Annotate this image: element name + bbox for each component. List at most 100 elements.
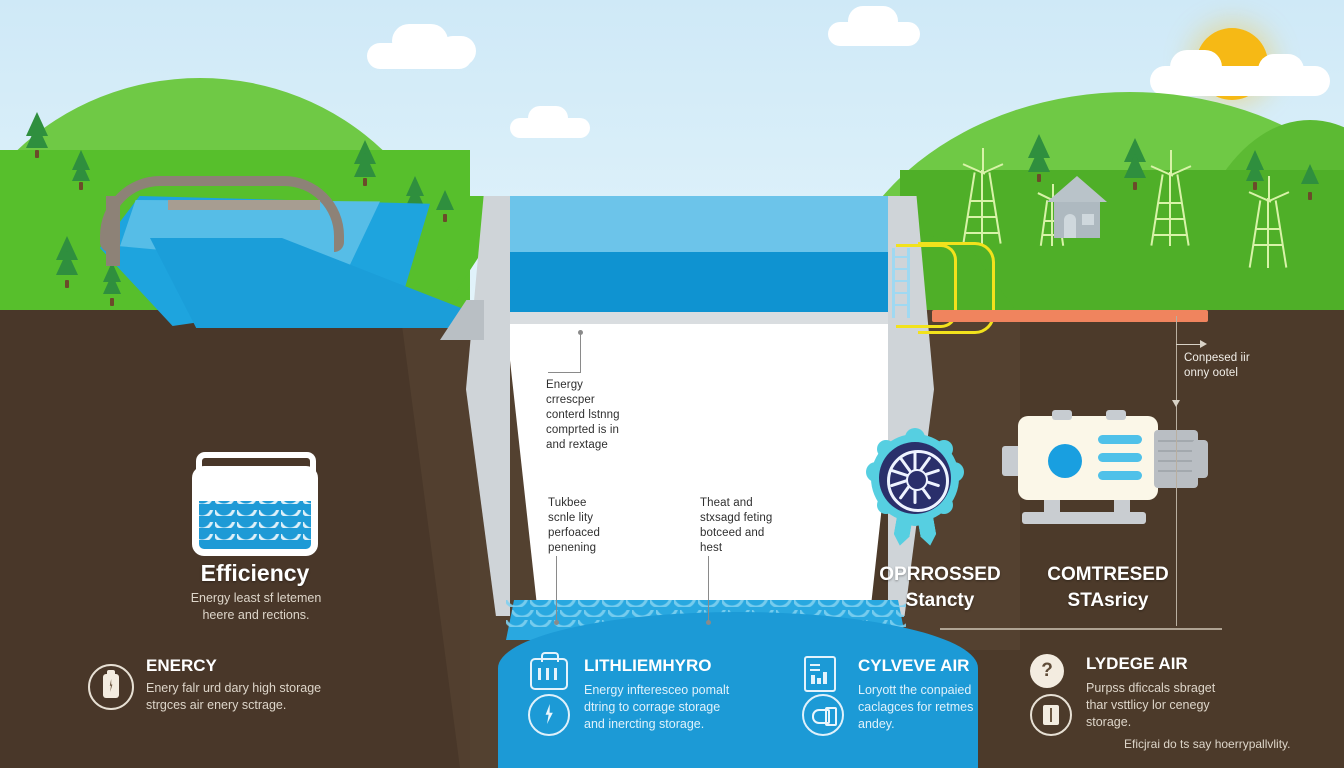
feature-body-line: and inercting storage. bbox=[584, 717, 705, 731]
callout-arrow-icon bbox=[1200, 340, 1207, 348]
footnote: Eficjrai do ts say hoerrypallvlity. bbox=[1124, 737, 1291, 751]
wind-turbine-icon bbox=[960, 148, 1004, 244]
reservoir-spillway bbox=[100, 176, 344, 252]
callout-line: and rextage bbox=[546, 439, 608, 451]
toolbox-icon bbox=[530, 652, 568, 690]
feature-body-line: andey. bbox=[858, 717, 895, 731]
compressor-indicator-bar bbox=[1098, 471, 1142, 480]
water-tank-icon bbox=[192, 466, 318, 556]
compressor-cylinder-cap bbox=[1192, 440, 1208, 478]
feature-energy-title: ENERCY bbox=[146, 656, 217, 675]
feature-energy: ENERCY Enery falr urd dary high storage … bbox=[88, 656, 448, 746]
toolbox-slot bbox=[546, 668, 549, 680]
house-icon bbox=[1046, 176, 1108, 238]
question-circle-icon: ? bbox=[1030, 654, 1064, 688]
building-window bbox=[1050, 708, 1052, 722]
callout-leader-line bbox=[708, 556, 709, 622]
feature-energy-body: Enery falr urd dary high storage strgces… bbox=[146, 680, 426, 714]
pumped-storage-heading: OPRROSSED Stancty bbox=[840, 562, 1040, 614]
feature-body-line: caclagces for retmes bbox=[858, 700, 974, 714]
callout-line: stxsagd feting bbox=[700, 512, 773, 524]
callout-line: scnle lity bbox=[548, 512, 594, 524]
penstock-pipe bbox=[932, 310, 1208, 322]
cloud-shape bbox=[528, 106, 568, 130]
callout-line: comprted is in bbox=[546, 424, 619, 436]
callout-leader-line bbox=[548, 372, 581, 373]
callout-anchor-dot bbox=[554, 620, 559, 625]
tank-wave bbox=[199, 522, 311, 528]
callout-turbine-right: Theat and stxsagd feting botceed and hes… bbox=[700, 496, 810, 556]
callout-line: conterd lstnng bbox=[546, 409, 620, 421]
compressor-top-nub bbox=[1052, 410, 1072, 420]
feature-body-line: Loryott the conpaied bbox=[858, 683, 972, 697]
heading-line: OPRROSSED bbox=[879, 564, 1001, 585]
cloud-shape bbox=[1170, 50, 1222, 84]
battery-circle-icon bbox=[88, 664, 134, 710]
lightning-bolt-icon bbox=[545, 704, 553, 724]
feature-body-line: thar vsttlicy lor cenegy bbox=[1086, 698, 1210, 712]
callout-line: Energy bbox=[546, 379, 584, 391]
callout-leader-line bbox=[1176, 344, 1202, 345]
tree-icon bbox=[1120, 138, 1150, 190]
building-circle-icon bbox=[1030, 694, 1072, 736]
callout-leader-line bbox=[1176, 316, 1177, 626]
feature-body-line: dtring to corrage storage bbox=[584, 700, 721, 714]
compressor-machine bbox=[1002, 408, 1212, 524]
valve-circle-icon bbox=[802, 694, 844, 736]
tank-wave bbox=[199, 498, 311, 504]
turbine-badge bbox=[866, 428, 964, 550]
tree-icon bbox=[24, 112, 50, 158]
heading-line: COMTRESED bbox=[1047, 564, 1169, 585]
heading-line: STAsricy bbox=[1067, 590, 1149, 611]
reservoir-wall-deck bbox=[168, 200, 320, 210]
feature-body-line: Energy infteresceo pomalt bbox=[584, 683, 730, 697]
turbine-hub bbox=[906, 469, 928, 491]
callout-anchor-dot bbox=[578, 330, 583, 335]
feature-ledge-title: LYDEGE AIR bbox=[1086, 654, 1188, 673]
compressed-storage-heading: COMTRESED STAsricy bbox=[1008, 562, 1208, 614]
feature-body-line: Enery falr urd dary high storage bbox=[146, 681, 322, 695]
callout-line: Theat and bbox=[700, 497, 753, 509]
tree-icon bbox=[100, 262, 124, 306]
lightning-bolt-circle-icon bbox=[528, 694, 570, 736]
blue-info-panel bbox=[498, 612, 978, 768]
tree-icon bbox=[1026, 134, 1052, 182]
document-chart-icon bbox=[804, 656, 836, 692]
callout-compressed-air: Conpesed iir onny ootel bbox=[1184, 351, 1324, 381]
section-divider bbox=[940, 628, 1222, 630]
tree-icon bbox=[404, 176, 426, 214]
question-mark-glyph: ? bbox=[1041, 660, 1053, 681]
tree-icon bbox=[352, 140, 378, 186]
wind-turbine-icon bbox=[1148, 150, 1192, 246]
tree-icon bbox=[70, 150, 92, 190]
callout-line: botceed and bbox=[700, 527, 765, 539]
turbine-rim bbox=[887, 450, 949, 512]
dam-reservoir-upper bbox=[478, 196, 916, 262]
callout-line: perfoaced bbox=[548, 527, 601, 539]
doc-bar bbox=[817, 678, 821, 684]
battery-terminal bbox=[107, 670, 115, 675]
callout-turbine-left: Tukbee scnle lity perfoaced penening bbox=[548, 496, 658, 556]
tree-icon bbox=[1244, 150, 1266, 190]
compressor-leg bbox=[1044, 500, 1060, 514]
dam-reservoir-deep bbox=[490, 252, 908, 314]
feature-valve-body: Loryott the conpaied caclagces for retme… bbox=[858, 682, 1038, 733]
doc-line bbox=[810, 664, 820, 666]
efficiency-body-line: Energy least sf letemen bbox=[190, 591, 322, 605]
callout-leader-line bbox=[580, 334, 581, 372]
efficiency-body-line: heere and rections. bbox=[202, 608, 310, 622]
compressor-indicator-bar bbox=[1098, 453, 1142, 462]
toolbox-slot bbox=[538, 668, 541, 680]
feature-body-line: strgces air enery sctrage. bbox=[146, 698, 287, 712]
dam-crest bbox=[482, 312, 916, 324]
feature-body-line: Purpss dficcals sbraget bbox=[1086, 681, 1216, 695]
tree-icon bbox=[436, 190, 454, 222]
tree-icon bbox=[1300, 164, 1320, 200]
callout-arrow-icon bbox=[1172, 400, 1180, 407]
tank-water-fill bbox=[199, 498, 311, 549]
toolbox-slot bbox=[554, 668, 557, 680]
callout-line: penening bbox=[548, 542, 597, 554]
heading-line: Stancty bbox=[905, 590, 975, 611]
cloud-shape bbox=[848, 6, 898, 36]
